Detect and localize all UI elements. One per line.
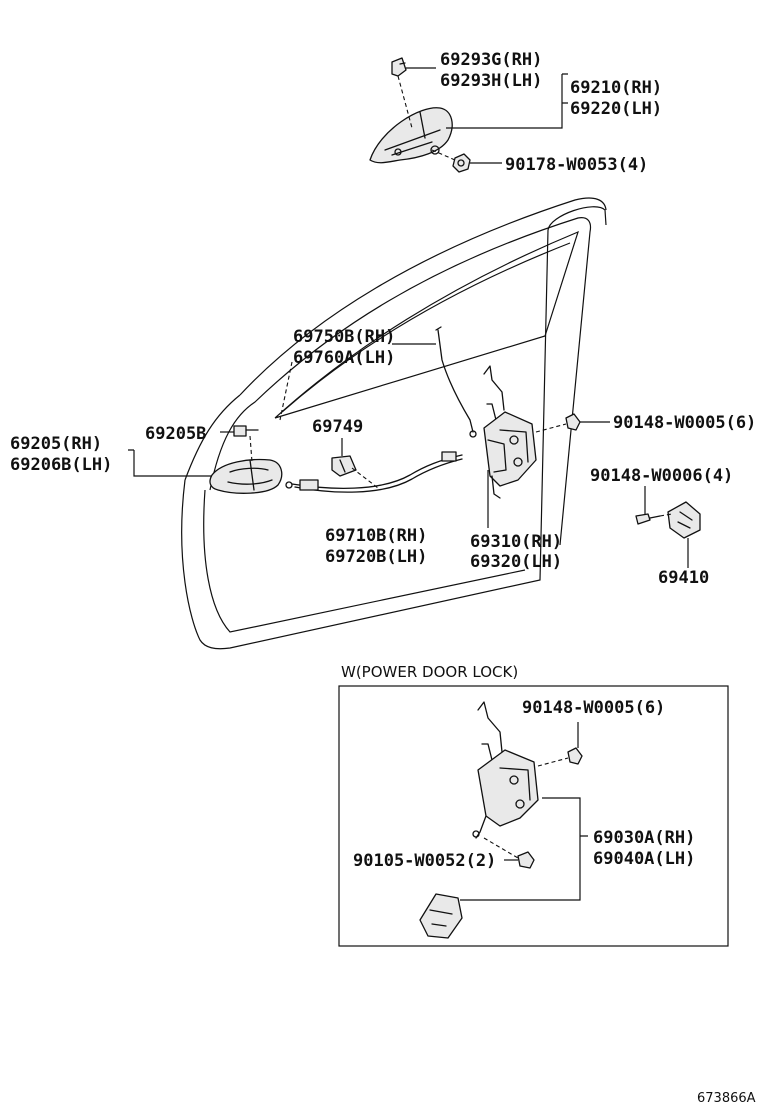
label-69749: 69749: [312, 417, 363, 437]
door-outline: [181, 197, 607, 650]
remote-cable: [285, 451, 463, 493]
label-90148-w0006: 90148-W0006(4): [590, 466, 733, 486]
label-69220: 69220(LH): [570, 99, 662, 119]
leader-69205: [128, 449, 212, 477]
label-69030a: 69030A(RH): [593, 828, 695, 848]
label-69293h: 69293H(LH): [440, 71, 542, 91]
handle-nut: [452, 153, 471, 173]
power-door-lock-inset: [338, 685, 729, 947]
label-69293g: 69293G(RH): [440, 50, 542, 70]
label-69320: 69320(LH): [470, 552, 562, 572]
label-69410: 69410: [658, 568, 709, 588]
label-90148-w0005: 90148-W0005(6): [613, 413, 756, 433]
cable-clamp: [331, 455, 357, 477]
inside-handle: [209, 458, 283, 494]
lock-rod: [435, 326, 477, 438]
label-90105: 90105-W0052(2): [353, 851, 496, 871]
handle-cover-clip: [391, 57, 407, 77]
striker-screw: [635, 513, 661, 525]
label-69206b: 69206B(LH): [10, 455, 112, 475]
inset-lock-assembly: [472, 701, 539, 839]
label-90178: 90178-W0053(4): [505, 155, 648, 175]
label-69310: 69310(RH): [470, 532, 562, 552]
label-69205b: 69205B: [145, 424, 206, 444]
label-69760a: 69760A(LH): [293, 348, 395, 368]
label-69720b: 69720B(LH): [325, 547, 427, 567]
door-lock-assembly: [483, 365, 537, 499]
inset-lock-motor: [419, 893, 463, 939]
label-inset-90148: 90148-W0005(6): [522, 698, 665, 718]
label-69210: 69210(RH): [570, 78, 662, 98]
lock-screw: [565, 413, 581, 431]
label-69205: 69205(RH): [10, 434, 102, 454]
leader-69750-dash: [279, 361, 293, 421]
inset-lock-screw: [567, 747, 583, 765]
door-striker: [667, 501, 701, 539]
leader-inset-69030: [460, 797, 588, 901]
label-69040a: 69040A(LH): [593, 849, 695, 869]
outside-handle: [369, 107, 453, 164]
inside-handle-screw: [233, 425, 259, 437]
inset-bolt: [517, 851, 535, 869]
leader-69210: [446, 73, 568, 129]
diagram-reference-code: 673866A: [697, 1091, 756, 1106]
label-69750b: 69750B(RH): [293, 327, 395, 347]
label-69710b: 69710B(RH): [325, 526, 427, 546]
inset-caption: W(POWER DOOR LOCK): [341, 663, 518, 681]
